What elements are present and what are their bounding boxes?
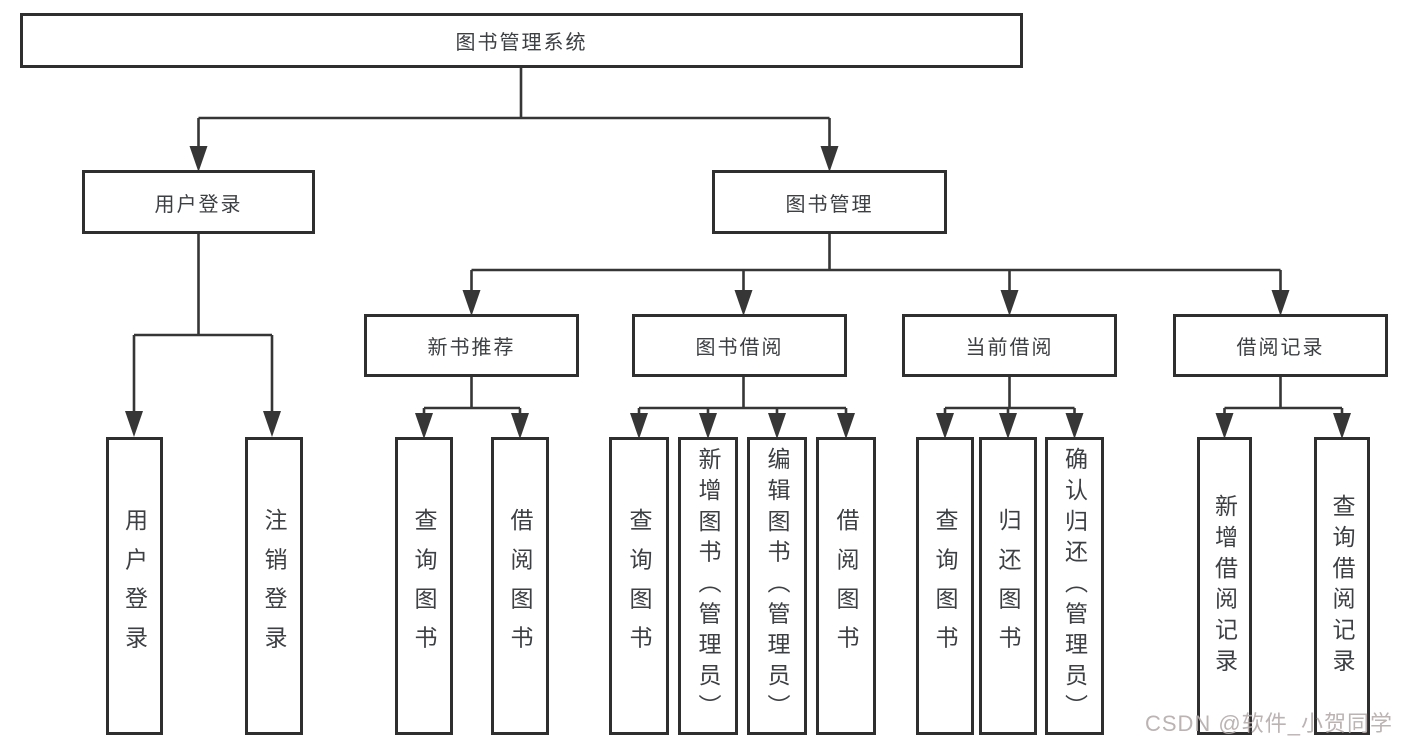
- arrowhead-icon: [189, 146, 208, 172]
- leaf-query-book-borrow: 查询图书: [609, 437, 669, 735]
- connector-current-borrow-to-leaves: [936, 377, 1084, 439]
- arrowhead-icon: [415, 413, 433, 439]
- connector-book-mgmt-to-level3: [462, 234, 1290, 316]
- leaf-return-book: 归还图书: [979, 437, 1037, 735]
- leaf-add-book-admin: 新增图书（管理员）: [678, 437, 738, 735]
- node-borrow-records: 借阅记录: [1173, 314, 1388, 377]
- leaf-add-borrow-record: 新增借阅记录: [1197, 437, 1252, 735]
- node-user-login: 用户登录: [82, 170, 315, 234]
- arrowhead-icon: [511, 413, 529, 439]
- connector-book-borrow-to-leaves: [630, 377, 855, 439]
- connector-root-to-level2: [189, 68, 839, 172]
- connector-user-login-to-leaves: [125, 234, 281, 437]
- arrowhead-icon: [1215, 413, 1234, 439]
- arrowhead-icon: [1000, 290, 1019, 316]
- leaf-query-borrow-record: 查询借阅记录: [1314, 437, 1370, 735]
- node-book-borrow: 图书借阅: [632, 314, 847, 377]
- leaf-edit-book-admin: 编辑图书（管理员）: [747, 437, 807, 735]
- connector-new-book-rec-to-leaves: [415, 377, 529, 439]
- leaf-query-book-current: 查询图书: [916, 437, 974, 735]
- arrowhead-icon: [768, 413, 786, 439]
- node-new-book-recommend: 新书推荐: [364, 314, 579, 377]
- leaf-borrow-book-recommend: 借阅图书: [491, 437, 549, 735]
- csdn-watermark: CSDN @软件_小贺同学: [1144, 711, 1393, 736]
- arrowhead-icon: [999, 413, 1017, 439]
- arrowhead-icon: [1271, 290, 1290, 316]
- leaf-logout: 注销登录: [245, 437, 303, 735]
- arrowhead-icon: [263, 411, 281, 437]
- arrowhead-icon: [936, 413, 954, 439]
- connector-borrow-record-to-leaves: [1215, 377, 1351, 439]
- arrowhead-icon: [699, 413, 717, 439]
- arrowhead-icon: [820, 146, 839, 172]
- leaf-borrow-book: 借阅图书: [816, 437, 876, 735]
- node-current-borrow: 当前借阅: [902, 314, 1117, 377]
- arrowhead-icon: [837, 413, 855, 439]
- node-library-system: 图书管理系统: [20, 13, 1023, 68]
- leaf-confirm-return-admin: 确认归还（管理员）: [1045, 437, 1104, 735]
- arrowhead-icon: [630, 413, 648, 439]
- arrowhead-icon: [1065, 413, 1084, 439]
- node-book-management: 图书管理: [712, 170, 947, 234]
- leaf-user-login: 用户登录: [106, 437, 163, 735]
- arrowhead-icon: [125, 411, 143, 437]
- arrowhead-icon: [462, 290, 481, 316]
- arrowhead-icon: [1333, 413, 1351, 439]
- leaf-query-book-recommend: 查询图书: [395, 437, 453, 735]
- arrowhead-icon: [734, 290, 753, 316]
